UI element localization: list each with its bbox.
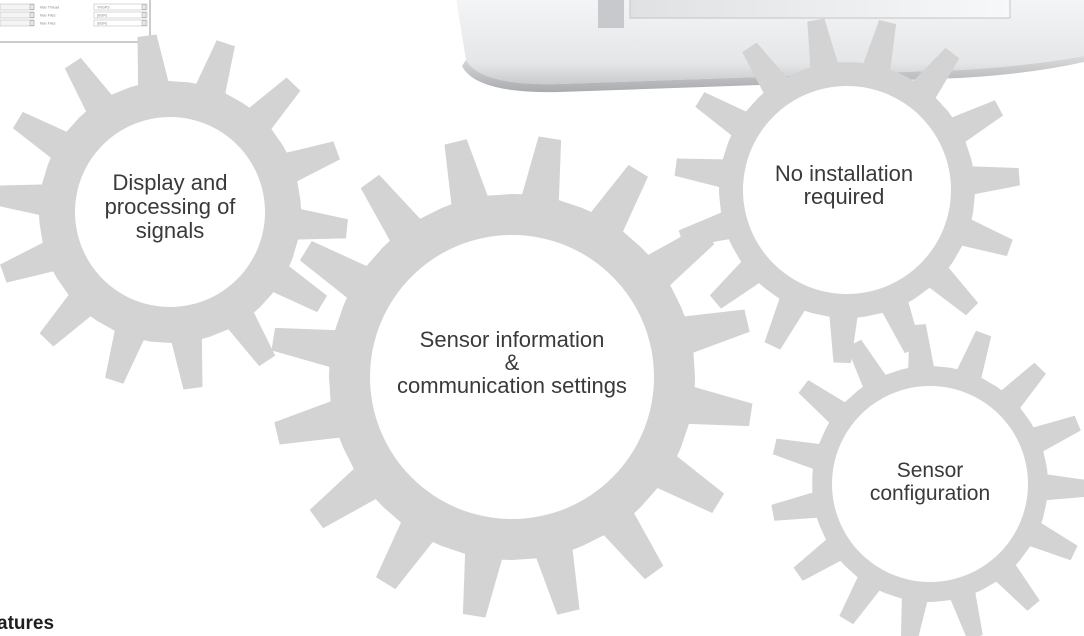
value-field	[93, 3, 148, 11]
value-field	[0, 19, 35, 27]
stepper-icon	[141, 12, 147, 18]
value-field	[93, 11, 148, 19]
gear-label-line: processing of	[105, 194, 237, 219]
gear-hub	[832, 386, 1028, 582]
stepper-icon	[29, 12, 35, 18]
row-value: (BUR)	[97, 22, 107, 26]
gear-label-line: Sensor	[897, 459, 964, 482]
row-value: (BUR)	[97, 14, 107, 18]
device-illustration	[456, 0, 1084, 93]
gear-label-line: Sensor information	[420, 327, 605, 352]
value-field	[93, 19, 148, 27]
gear-label-line: Display and	[113, 170, 228, 195]
gear-label-line: communication settings	[397, 373, 627, 398]
stepper-icon	[29, 4, 35, 10]
table-row: Max Thread YRGPS	[0, 3, 148, 11]
gear-hub	[370, 235, 654, 519]
features-heading: atures	[0, 613, 54, 634]
gear-label-line: &	[505, 350, 520, 375]
row-label: Max Files	[40, 22, 56, 26]
gear-label-line: signals	[136, 218, 204, 243]
gear-hub	[743, 86, 951, 294]
gear-label-line: required	[804, 184, 885, 209]
gear-label-sensor-info: Sensor information&communication setting…	[397, 327, 627, 398]
software-screenshot-fragment: Max Thread YRGPS Max Files (BUR) Max Files (B…	[0, 0, 151, 43]
row-value: YRGPS	[97, 6, 110, 10]
table-row: Max Files (BUR)	[0, 11, 148, 19]
gear-hub	[75, 117, 265, 307]
row-label: Max Thread	[40, 6, 59, 10]
gear-label-line: No installation	[775, 161, 913, 186]
table-row: Max Files (BUR)	[0, 19, 148, 27]
stepper-icon	[29, 20, 35, 26]
gear-label-line: configuration	[870, 482, 990, 505]
stepper-icon	[141, 20, 147, 26]
row-label: Max Files	[40, 14, 56, 18]
gear-sensor-info: Sensor information&communication setting…	[271, 136, 753, 618]
value-field	[0, 3, 35, 11]
value-field	[0, 11, 35, 19]
stepper-icon	[141, 4, 147, 10]
